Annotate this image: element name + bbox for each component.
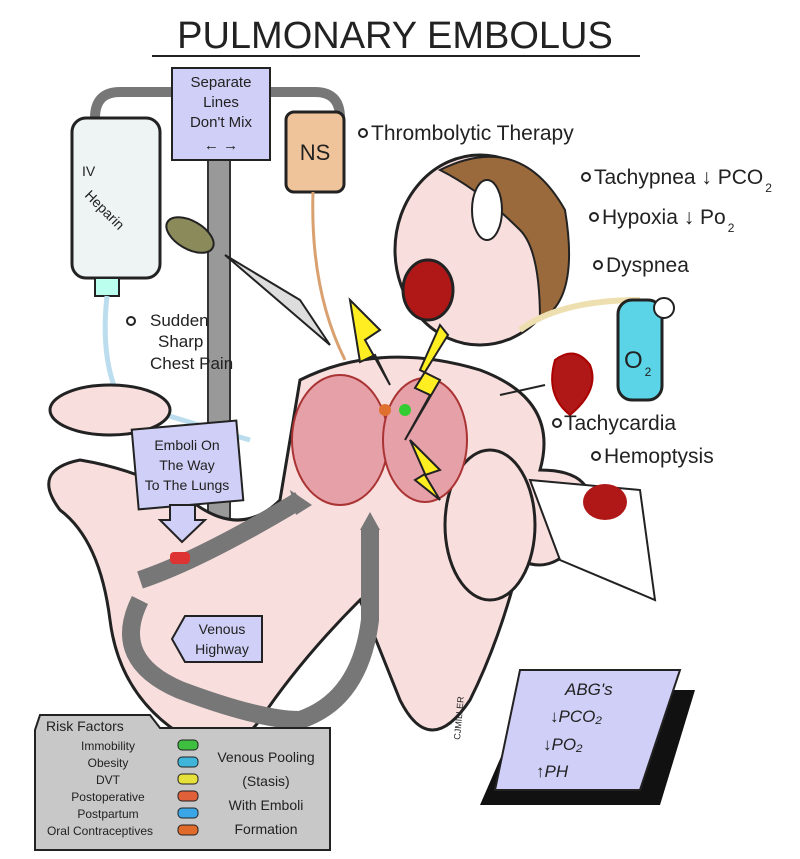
artist-signature: CJMILLER (452, 695, 466, 740)
svg-text:Separate: Separate (191, 74, 252, 91)
svg-text:(Stasis): (Stasis) (242, 773, 289, 789)
svg-text:To The Lungs: To The Lungs (145, 477, 230, 493)
abg-paper: ABG's ↓PCO₂ ↓PO₂ ↑PH (480, 669, 695, 805)
svg-text:Emboli On: Emboli On (154, 437, 219, 453)
dyspnea-label: Dyspnea (606, 254, 689, 277)
knife-icon (165, 216, 331, 346)
risk-factor-item: Postoperative (71, 790, 145, 804)
car-icon (177, 807, 199, 819)
separate-lines-sign: Separate Lines Don't Mix ← → (171, 67, 271, 161)
risk-factor-item: Obesity (88, 756, 129, 770)
car-icon (177, 824, 199, 836)
gauge-icon (653, 297, 675, 319)
svg-text:↓PCO₂: ↓PCO₂ (550, 707, 602, 726)
oxygen-tank: O 2 (518, 297, 675, 402)
symptom-labels: Thrombolytic Therapy Tachypnea ↓ PCO 2 H… (126, 122, 772, 468)
page-title: PULMONARY EMBOLUS (177, 15, 613, 57)
lightning-icon (348, 297, 450, 501)
svg-text:O: O (624, 347, 643, 374)
venous-highway-sign: Venous Highway (170, 615, 263, 663)
risk-factor-item: Immobility (81, 739, 135, 753)
car-icon (177, 756, 199, 768)
svg-text:↑PH: ↑PH (536, 762, 569, 781)
tachycardia-label: Tachycardia (564, 412, 676, 435)
risk-factors-title: Risk Factors (46, 718, 124, 734)
svg-text:2: 2 (728, 221, 735, 235)
svg-text:Highway: Highway (195, 641, 249, 657)
svg-text:With Emboli: With Emboli (229, 797, 304, 813)
chest-pain-label: Sudden (150, 311, 209, 330)
hypoxia-label: Hypoxia ↓ Po (602, 206, 726, 229)
risk-factor-item: Postpartum (77, 807, 138, 821)
svg-text:2: 2 (645, 365, 652, 379)
svg-text:↓PO₂: ↓PO₂ (543, 735, 583, 754)
heart-icon (499, 352, 594, 417)
svg-text:Don't Mix: Don't Mix (190, 114, 253, 131)
heparin-iv-bag: IV Heparin (70, 116, 251, 443)
hemoptysis-label: Hemoptysis (604, 445, 714, 468)
svg-text:ABG's: ABG's (564, 680, 613, 699)
car-icon (177, 790, 199, 802)
svg-text:Chest Pain: Chest Pain (150, 354, 233, 373)
risk-factor-item: Oral Contraceptives (47, 824, 153, 838)
tachypnea-label: Tachypnea ↓ PCO (594, 166, 763, 189)
emboli-sign: Emboli On The Way To The Lungs (130, 419, 245, 544)
ns-bag: NS (284, 110, 347, 361)
iv-label: IV (82, 163, 96, 179)
car-icon (177, 739, 199, 751)
svg-text:2: 2 (765, 181, 772, 195)
bloody-tissue (528, 478, 657, 602)
thrombolytic-label: Thrombolytic Therapy (371, 122, 574, 145)
car-icon (177, 773, 199, 785)
svg-text:Venous: Venous (199, 621, 246, 637)
arrows-icon: ← → (204, 137, 238, 154)
svg-text:Venous Pooling: Venous Pooling (217, 749, 314, 765)
svg-text:Sharp: Sharp (158, 332, 203, 351)
patient-head (393, 153, 571, 347)
svg-text:NS: NS (300, 140, 331, 165)
svg-text:Formation: Formation (234, 821, 297, 837)
patient-body (47, 355, 593, 749)
svg-text:The Way: The Way (159, 457, 215, 473)
risk-factor-item: DVT (96, 773, 121, 787)
svg-text:Lines: Lines (203, 94, 239, 111)
